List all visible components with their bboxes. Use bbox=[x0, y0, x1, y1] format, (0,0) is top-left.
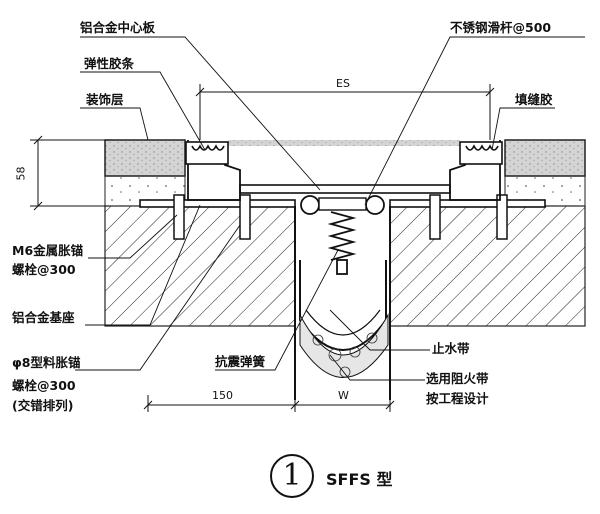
anchor-bolts bbox=[173, 194, 508, 240]
label-elastic-strip: 弹性胶条 bbox=[84, 56, 135, 71]
dim-58 bbox=[30, 135, 110, 211]
elastic-strip-right bbox=[459, 141, 503, 165]
elastic-strip-left bbox=[185, 141, 229, 165]
dim-58-text: 58 bbox=[14, 166, 28, 181]
decor-layer-left bbox=[104, 139, 186, 177]
slab-left bbox=[104, 205, 296, 327]
label-plastic-anchor-2: 螺栓@300 bbox=[12, 378, 76, 393]
label-center-plate: 铝合金中心板 bbox=[80, 20, 156, 35]
figure-type: SFFS 型 bbox=[326, 470, 393, 489]
dim-150-text: 150 bbox=[212, 389, 233, 402]
label-plastic-anchor-3: (交错排列) bbox=[12, 398, 74, 413]
alloy-base-left bbox=[139, 199, 296, 208]
label-m6-anchor-1: M6金属胀锚 bbox=[12, 243, 84, 258]
decor-layer-right bbox=[504, 139, 586, 177]
alloy-base-right bbox=[389, 199, 546, 208]
label-plastic-anchor-1: φ8型料胀锚 bbox=[12, 355, 81, 370]
dim-es bbox=[195, 84, 495, 140]
label-waterstop: 止水带 bbox=[432, 341, 470, 356]
label-sliding-bar: 不锈钢滑杆@500 bbox=[450, 20, 552, 35]
dim-bottom bbox=[143, 395, 395, 412]
label-fire-band-2: 按工程设计 bbox=[426, 391, 489, 406]
slab-right bbox=[389, 205, 586, 327]
center-decor-strip bbox=[228, 140, 460, 146]
label-sealant: 填缝胶 bbox=[515, 92, 553, 107]
label-seismic-spring: 抗震弹簧 bbox=[215, 354, 266, 369]
label-fire-band-1: 选用阻火带 bbox=[426, 371, 489, 386]
dim-w-text: W bbox=[338, 389, 349, 402]
label-m6-anchor-2: 螺栓@300 bbox=[12, 262, 76, 277]
label-decor-layer: 装饰层 bbox=[86, 92, 124, 107]
fire-band bbox=[299, 313, 389, 378]
sliding-bar-right bbox=[365, 195, 385, 215]
sliding-bar-left bbox=[300, 195, 320, 215]
dim-es-text: ES bbox=[336, 77, 350, 90]
label-alloy-base: 铝合金基座 bbox=[12, 310, 75, 325]
figure-number: 1 bbox=[270, 454, 314, 498]
leader-lines bbox=[75, 36, 585, 381]
seismic-spring bbox=[327, 211, 357, 275]
center-plate bbox=[239, 184, 451, 194]
